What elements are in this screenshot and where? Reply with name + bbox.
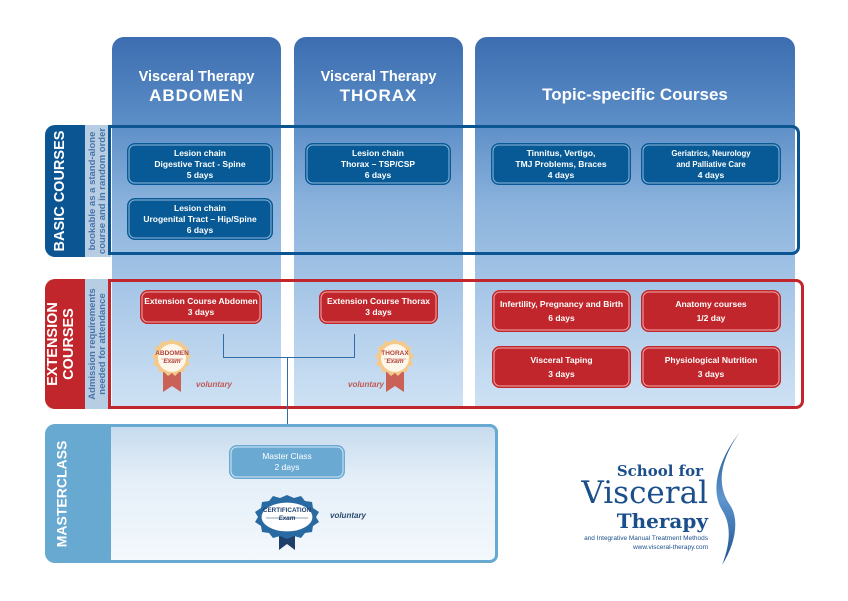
- logo-swoosh-icon: [716, 432, 740, 565]
- abdomen-exam-badge-text: ABDOMEN Exam: [155, 350, 189, 365]
- extension-courses-frame: [108, 279, 804, 409]
- logo-visceral: Visceral: [581, 475, 708, 511]
- basic-courses-note: bookable as a stand-alone course and in …: [87, 127, 108, 255]
- column-topic-specific-title: Topic-specific Courses: [542, 85, 728, 104]
- course-lesion-chain-digestive[interactable]: Lesion chain Digestive Tract - Spine 5 d…: [127, 143, 273, 185]
- course-geriatrics-neurology[interactable]: Geriatrics, Neurology and Palliative Car…: [641, 143, 781, 185]
- basic-courses-label: BASIC COURSES: [52, 130, 68, 252]
- column-thorax: Visceral Therapy THORAX: [294, 37, 463, 408]
- extension-courses-label: EXTENSION COURSES: [45, 302, 77, 386]
- row-label-masterclass: MASTERCLASS: [45, 424, 111, 563]
- column-thorax-title: Visceral Therapy THORAX: [320, 69, 437, 105]
- course-extension-thorax[interactable]: Extension Course Thorax 3 days: [319, 290, 438, 324]
- connector-horizontal: [223, 357, 355, 358]
- extension-courses-note: Admission requirements needed for attend…: [87, 288, 108, 400]
- thorax-exam-voluntary: voluntary: [348, 380, 385, 389]
- school-logo: School for Visceral Therapy and Integrat…: [560, 430, 760, 570]
- certification-exam-badge-icon: [255, 495, 319, 550]
- thorax-exam-badge-icon: [375, 339, 414, 392]
- connector-to-masterclass: [287, 357, 288, 429]
- abdomen-exam-badge-icon: [152, 339, 191, 392]
- abdomen-exam-voluntary: voluntary: [196, 380, 233, 389]
- extension-courses-note-strip: Admission requirements needed for attend…: [85, 279, 111, 409]
- course-visceral-taping[interactable]: Visceral Taping 3 days: [492, 346, 631, 388]
- course-infertility-pregnancy-birth[interactable]: Infertility, Pregnancy and Birth 6 days: [492, 290, 631, 332]
- course-tinnitus-vertigo[interactable]: Tinnitus, Vertigo, TMJ Problems, Braces …: [491, 143, 631, 185]
- thorax-exam-badge-text: THORAX Exam: [381, 350, 409, 365]
- logo-therapy: Therapy: [616, 509, 708, 533]
- connector-abdomen-down: [223, 334, 224, 357]
- certification-exam-voluntary: voluntary: [330, 511, 367, 520]
- row-label-extension-courses: EXTENSION COURSES Admission requirements…: [45, 279, 111, 409]
- course-physiological-nutrition[interactable]: Physiological Nutrition 3 days: [641, 346, 781, 388]
- column-abdomen-title: Visceral Therapy ABDOMEN: [138, 69, 255, 105]
- logo-tagline: and Integrative Manual Treatment Methods: [584, 535, 708, 542]
- certification-exam-badge-text: CERTIFICATION Exam: [262, 507, 312, 522]
- basic-courses-frame: [108, 125, 800, 255]
- course-master-class[interactable]: Master Class 2 days: [229, 445, 345, 479]
- masterclass-label: MASTERCLASS: [53, 440, 70, 548]
- basic-courses-note-strip: bookable as a stand-alone course and in …: [85, 125, 111, 257]
- connector-thorax-down: [354, 334, 355, 358]
- row-label-basic-courses: BASIC COURSES bookable as a stand-alone …: [45, 125, 111, 257]
- course-extension-abdomen[interactable]: Extension Course Abdomen 3 days: [140, 290, 262, 324]
- course-lesion-chain-thorax[interactable]: Lesion chain Thorax – TSP/CSP 6 days: [305, 143, 451, 185]
- course-lesion-chain-urogenital[interactable]: Lesion chain Urogenital Tract – Hip/Spin…: [127, 198, 273, 240]
- course-anatomy[interactable]: Anatomy courses 1/2 day: [641, 290, 781, 332]
- logo-school-for: School for: [616, 462, 703, 480]
- logo-url: www.visceral-therapy.com: [632, 544, 708, 551]
